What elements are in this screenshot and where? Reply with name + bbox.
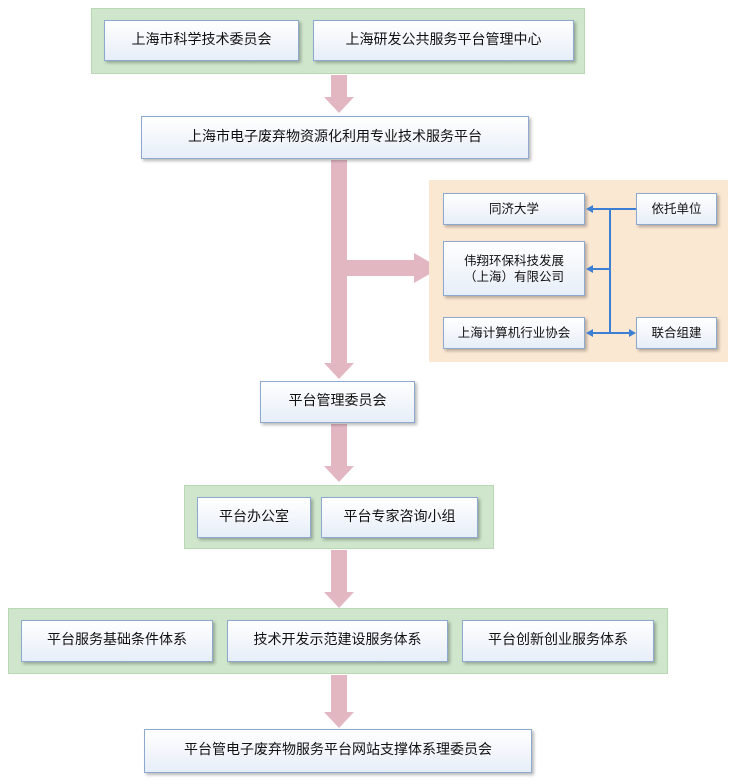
tech-demo-service-label: 技术开发示范建设服务体系 xyxy=(253,632,422,649)
expert-group-label: 平台专家咨询小组 xyxy=(343,508,456,525)
platform-office-box: 平台办公室 xyxy=(197,497,311,538)
joint-build-box: 联合组建 xyxy=(636,317,717,349)
rd-service-center-box: 上海研发公共服务平台管理中心 xyxy=(313,20,574,61)
arrow-head-5 xyxy=(324,712,354,728)
rd-service-center-label: 上海研发公共服务平台管理中心 xyxy=(345,31,542,48)
computer-association-box: 上海计算机行业协会 xyxy=(443,317,585,349)
weixiang-company-label-1: 伟翔环保科技发展 xyxy=(463,252,564,268)
science-commission-box: 上海市科学技术委员会 xyxy=(104,20,299,61)
service-infrastructure-box: 平台服务基础条件体系 xyxy=(21,620,213,662)
arrow-head-3 xyxy=(324,466,354,482)
arrow-shaft-3 xyxy=(331,424,347,467)
platform-box: 上海市电子废弃物资源化利用专业技术服务平台 xyxy=(141,116,529,159)
support-unit-box: 依托单位 xyxy=(636,193,717,225)
branch-arrow-shaft xyxy=(347,260,415,276)
arrow-head-2 xyxy=(324,363,354,379)
innovation-service-label: 平台创新创业服务体系 xyxy=(488,632,628,649)
arrow-shaft-5 xyxy=(331,675,347,713)
arrow-shaft-1 xyxy=(331,75,347,98)
support-unit-label: 依托单位 xyxy=(651,201,702,217)
weixiang-company-box: 伟翔环保科技发展 （上海）有限公司 xyxy=(443,241,585,296)
management-committee-label: 平台管理委员会 xyxy=(288,393,387,410)
arrow-shaft-4 xyxy=(331,550,347,593)
platform-office-label: 平台办公室 xyxy=(219,508,289,525)
weixiang-company-label-2: （上海）有限公司 xyxy=(463,268,564,284)
website-support-committee-label: 平台管电子废弃物服务平台网站支撑体系理委员会 xyxy=(184,742,492,759)
joint-build-label: 联合组建 xyxy=(651,325,702,341)
computer-association-label: 上海计算机行业协会 xyxy=(457,325,571,341)
connector-tongji-arrowhead xyxy=(586,205,593,213)
connector-tongji xyxy=(592,208,636,210)
arrow-head-4 xyxy=(324,592,354,608)
connector-weixiang xyxy=(592,268,610,270)
connector-assoc-arrowhead xyxy=(586,329,593,337)
tongji-university-label: 同济大学 xyxy=(488,201,539,217)
innovation-service-box: 平台创新创业服务体系 xyxy=(462,620,654,662)
connector-joint-arrowhead xyxy=(629,329,636,337)
arrow-shaft-2 xyxy=(331,160,347,364)
platform-label: 上海市电子废弃物资源化利用专业技术服务平台 xyxy=(188,128,482,145)
management-committee-box: 平台管理委员会 xyxy=(260,381,415,423)
connector-assoc xyxy=(592,332,629,334)
connector-vertical xyxy=(609,208,611,334)
arrow-head-1 xyxy=(324,97,354,113)
website-support-committee-box: 平台管电子废弃物服务平台网站支撑体系理委员会 xyxy=(144,729,532,773)
science-commission-label: 上海市科学技术委员会 xyxy=(131,31,272,48)
expert-group-box: 平台专家咨询小组 xyxy=(321,497,478,538)
tongji-university-box: 同济大学 xyxy=(443,193,585,225)
connector-weixiang-arrowhead xyxy=(586,265,593,273)
service-infrastructure-label: 平台服务基础条件体系 xyxy=(47,632,187,649)
tech-demo-service-box: 技术开发示范建设服务体系 xyxy=(227,620,448,662)
